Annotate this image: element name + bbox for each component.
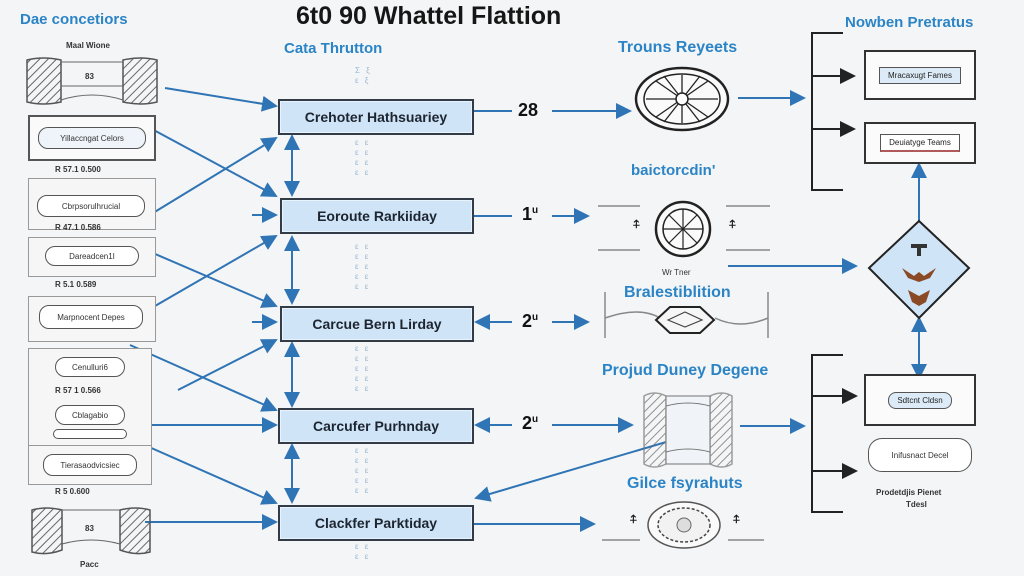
left-node-note: R 57.1 0.500	[55, 165, 101, 174]
section-heading: baictorcdin'	[631, 162, 716, 179]
left-node-label: Cblagabio	[55, 405, 125, 425]
disc-icon[interactable]	[644, 500, 724, 550]
left-node-1[interactable]: Yillaccngat Celors	[28, 115, 156, 161]
bottom-value: 83	[85, 524, 94, 533]
bracket	[811, 354, 843, 513]
output-box-label[interactable]: Inifusnact Decel	[868, 438, 972, 472]
left-node-2[interactable]: Cbrpsorulhrucial	[28, 178, 156, 230]
arrow	[177, 339, 278, 391]
bottom-caption: Tdesl	[906, 500, 927, 509]
connector-pill	[53, 429, 127, 439]
left-node-label: Marpnocent Depes	[39, 305, 143, 329]
left-node-7[interactable]: Tierasaodvicsiec	[28, 445, 152, 485]
stage-value: 2u	[522, 413, 539, 433]
pin-icon: ⍏	[729, 217, 737, 231]
left-node-note: R 5 0.600	[55, 487, 90, 496]
output-box-label: Mracaxugt Fames	[878, 66, 962, 84]
left-node-label: Cbrpsorulhrucial	[37, 195, 145, 217]
stage-4[interactable]: Carcufer Purhnday	[278, 408, 474, 444]
arrow	[149, 127, 278, 197]
section-heading: Projud Duney Degene	[602, 362, 769, 379]
faint-annotation: ε ε ε ε ε ε ε ε ε ε	[355, 446, 371, 495]
section-heading: Trouns Reyeets	[618, 39, 738, 56]
wheel-icon[interactable]	[634, 66, 730, 132]
left-node-note: R 5.1 0.589	[55, 280, 97, 289]
gauge-icon[interactable]	[648, 200, 718, 258]
right-column-heading: Nowben Pretratus	[845, 14, 974, 31]
stage-value: 1u	[522, 204, 539, 224]
output-box-1[interactable]: Mracaxugt Fames	[864, 50, 976, 100]
faint-annotation: ε ε ε ε ε ε ε ε ε ε	[355, 242, 371, 291]
arrow	[152, 136, 278, 214]
decision-diamond-icon[interactable]	[866, 218, 972, 324]
left-node-label: Dareadcen1I	[45, 246, 139, 266]
faint-annotation: ε ε ε ε	[355, 542, 371, 561]
pin-icon: ⍏	[630, 512, 638, 526]
stage-value: 28	[518, 100, 539, 120]
stage-5[interactable]: Clackfer Parktiday	[278, 505, 474, 541]
bottom-caption: Prodetdjis Pienet	[876, 488, 942, 497]
arrow	[139, 442, 278, 505]
cylinder-icon[interactable]	[640, 390, 736, 470]
pin-icon: ⍏	[733, 512, 741, 526]
left-node-label: Tierasaodvicsiec	[43, 454, 137, 476]
stage-3[interactable]: Carcue Bern Lirday	[280, 306, 474, 342]
cylinder-icon	[26, 57, 158, 105]
left-node-4[interactable]: Marpnocent Depes	[28, 296, 156, 342]
pin-icon: ⍏	[633, 217, 641, 231]
diagram-title: 6t0 90 Whattel Flattion	[296, 2, 562, 30]
stage-value: 2u	[522, 311, 539, 331]
section-heading: Bralestiblition	[624, 284, 731, 301]
top-caption: Maal Wione	[66, 41, 110, 50]
left-column-heading: Dae concetiors	[20, 11, 128, 28]
middle-column-heading: Cata Thrutton	[284, 40, 383, 57]
bottom-cylinder-node[interactable]: 83	[30, 506, 152, 556]
stage-1[interactable]: Crehoter Hathsuariey	[278, 99, 474, 135]
left-node-label: Cenulluri6	[55, 357, 125, 377]
top-cylinder-node[interactable]: 83	[25, 56, 159, 106]
left-node-group[interactable]: Cenulluri6 R 57 1 0.566 Cblagabio	[28, 348, 152, 448]
arrow	[154, 234, 278, 307]
bottom-caption: Pacc	[80, 560, 99, 569]
left-node-3[interactable]: Dareadcen1I	[28, 237, 156, 277]
section-heading: Gilce fsyrahuts	[627, 475, 743, 492]
left-node-note: R 47.1 0.586	[55, 223, 101, 232]
left-node-note: R 57 1 0.566	[55, 386, 101, 395]
output-box-label: Sdtcnt Cldsn	[888, 391, 952, 409]
gauge-caption: Wr Tner	[662, 268, 691, 277]
faint-annotation: ε ε ε ε ε ε ε ε ε ε	[355, 344, 371, 393]
top-value: 83	[85, 72, 94, 81]
output-box-3[interactable]: Sdtcnt Cldsn	[864, 374, 976, 426]
cylinder-icon	[31, 507, 151, 555]
left-node-label: Yillaccngat Celors	[38, 127, 146, 149]
faint-annotation: ε ε ε ε ε ε ε ε	[355, 138, 371, 177]
output-box-2[interactable]: Deuiatyge Teams	[864, 122, 976, 164]
output-box-label: Deuiatyge Teams	[880, 134, 960, 152]
hexagon-icon[interactable]	[654, 305, 716, 335]
stage-2[interactable]: Eoroute Rarkiiday	[280, 198, 474, 234]
arrow	[164, 87, 278, 112]
faint-annotation: Σ ξ ε ξ	[355, 66, 372, 85]
bracket	[811, 32, 843, 191]
